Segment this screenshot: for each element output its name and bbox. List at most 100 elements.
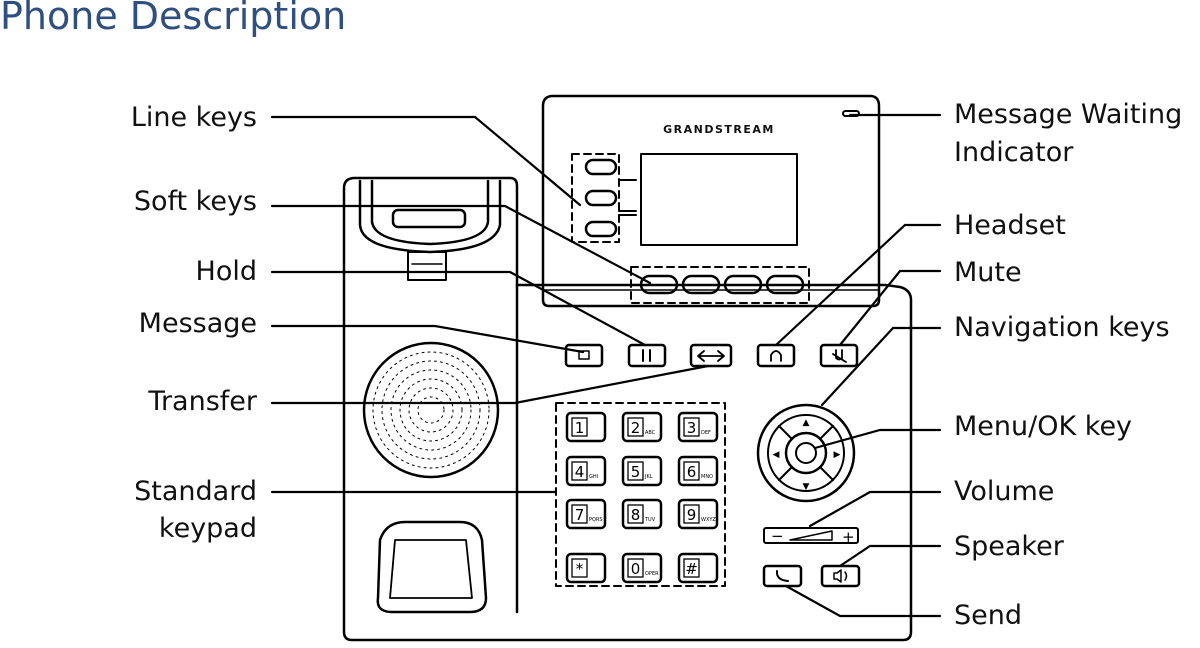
label-message: Message [138,308,257,339]
line-key-2[interactable] [584,189,618,207]
keypad-key-letters: GHI [589,474,598,480]
leader-volume [808,490,942,528]
keypad-key-digit-frame [683,558,700,578]
keypad-key-digit: 8 [631,506,641,524]
keypad-key-digit-frame [627,558,644,578]
keypad-key-pound[interactable] [677,552,719,584]
line-key-1[interactable] [584,158,618,176]
hold-button[interactable] [627,343,667,368]
keypad-key-digit: # [685,560,698,578]
message-icon [578,350,590,360]
keypad-key-2[interactable] [621,411,663,443]
volume-plus[interactable]: + [842,528,855,546]
keypad-key-digit: 3 [687,419,697,437]
keypad-key-digit: 2 [631,419,641,437]
soft-keys-group [630,266,810,304]
keypad-key-1[interactable] [565,411,607,443]
keypad-key-4[interactable] [565,455,607,487]
nav-up-icon[interactable]: ▲ [803,418,810,428]
keypad-group [555,402,726,587]
nav-down-icon[interactable]: ▼ [803,482,810,492]
nav-ring[interactable] [756,403,856,503]
phone-body [342,176,913,642]
keypad-key-digit-frame [627,504,644,524]
message-button[interactable] [564,343,604,368]
soft-key-4[interactable] [765,274,805,295]
leader-hold [270,270,647,347]
label-navigation-keys: Navigation keys [954,312,1170,343]
keypad-key-9[interactable] [677,498,719,530]
keypad-key-letters: WXYZ [701,517,716,523]
leader-headset [774,223,942,347]
handset-rest [376,520,488,614]
label-standard-keypad-2: keypad [158,513,257,544]
leader-menu-ok [813,428,942,450]
handset-hook [358,179,502,254]
keypad-key-letters: MNO [701,474,713,480]
transfer-button[interactable] [689,343,733,368]
transfer-icon [697,350,725,362]
label-standard-keypad-1: Standard [134,476,257,507]
soft-key-3[interactable] [723,274,763,295]
keypad-key-digit: 5 [631,463,641,481]
keypad-key-6[interactable] [677,455,719,487]
leader-mute [838,269,942,347]
label-send: Send [954,600,1023,631]
menu-ok-button[interactable] [784,431,828,475]
send-button[interactable] [762,564,803,588]
keypad-key-digit: 1 [575,419,585,437]
nav-right-icon[interactable]: ▶ [834,450,841,460]
soft-key-2[interactable] [681,274,721,295]
keypad-key-digit: 6 [687,463,697,481]
keypad-key-digit-frame [571,461,588,481]
keypad-key-digit-frame [683,504,700,524]
keypad-key-digit-frame [571,417,588,437]
keypad-key-star[interactable] [565,552,607,584]
keypad-key-8[interactable] [621,498,663,530]
label-hold: Hold [195,256,257,287]
mute-button[interactable] [819,343,859,368]
leader-line-keys [270,115,582,207]
label-menu-ok-key: Menu/OK key [954,411,1133,442]
keypad-key-7[interactable] [565,498,607,530]
speaker-icon [833,569,848,583]
soft-key-1[interactable] [639,274,679,295]
label-mwi-2: Indicator [954,137,1074,168]
headset-button[interactable] [756,343,796,368]
keypad-key-0[interactable] [621,552,663,584]
line-key-3[interactable] [584,220,618,238]
label-speaker: Speaker [954,531,1064,562]
volume-minus[interactable]: − [771,527,784,545]
nav-left-icon[interactable]: ◀ [773,450,780,460]
keypad-key-letters: DEF [701,430,711,436]
label-headset: Headset [954,210,1066,241]
label-transfer: Transfer [148,386,257,417]
keypad-key-digit-frame [571,558,588,578]
label-volume: Volume [954,476,1055,507]
lcd-screen [640,153,798,246]
leader-soft-keys [270,204,652,285]
leader-speaker [838,544,942,568]
keypad-key-digit: 4 [575,463,585,481]
leader-nav [820,326,942,407]
keypad-key-digit-frame [627,417,644,437]
keypad-key-digit: 0 [631,560,641,578]
keypad-key-digit: * [576,560,584,578]
page-title: Phone Description [0,0,347,38]
speaker-grille [362,341,500,479]
keypad-key-letters: ABC [645,430,656,436]
leader-send [784,584,942,618]
keypad-key-digit: 9 [687,506,697,524]
keypad-key-digit-frame [683,417,700,437]
volume-bar[interactable] [763,527,859,544]
mute-icon [832,349,847,363]
keypad-key-3[interactable] [677,411,719,443]
pause-icon [642,349,651,362]
keypad-key-5[interactable] [621,455,663,487]
keypad-key-letters: OPER [645,571,659,577]
keypad-key-letters: JKL [644,474,653,480]
keypad-key-digit: 7 [575,506,585,524]
keypad-key-digit-frame [571,504,588,524]
